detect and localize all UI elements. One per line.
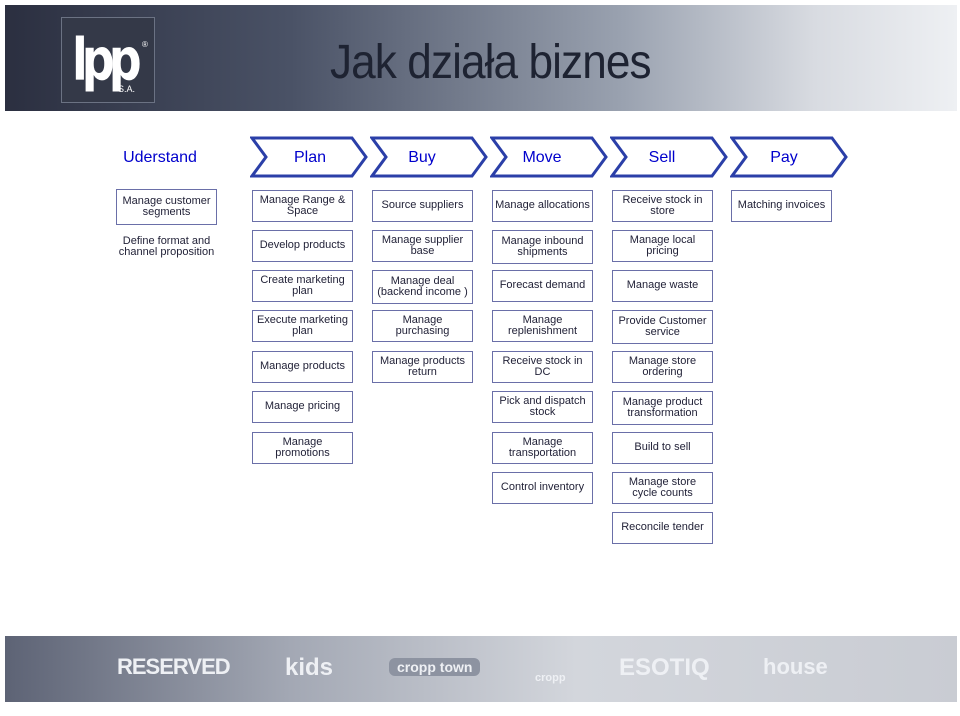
- task-box: Manage pricing: [252, 391, 353, 423]
- chevron-buy: [370, 136, 488, 178]
- logo-registered-mark: ®: [142, 40, 148, 49]
- task-box: Execute marketing plan: [252, 310, 353, 342]
- task-box: Manage products: [252, 351, 353, 383]
- stage-pay: Pay: [730, 136, 848, 178]
- logo-subtitle: S.A.: [118, 84, 136, 94]
- task-box: Manage waste: [612, 270, 713, 302]
- stage-buy-label: Buy: [408, 149, 436, 166]
- chevron-sell: [610, 136, 728, 178]
- chevron-plan: [250, 136, 368, 178]
- chevron-move: [490, 136, 608, 178]
- stage-sell: Sell: [610, 136, 728, 178]
- logo-mark: lpp: [72, 25, 142, 93]
- brand-logo: house: [763, 654, 828, 679]
- stage-plan: Plan: [250, 136, 368, 178]
- brand-logo: cropp town: [389, 658, 481, 676]
- lpp-logo: lpp ® S.A.: [61, 17, 155, 103]
- header-banner: lpp ® S.A. Jak działa biznes: [5, 5, 957, 111]
- task-box: Manage product transformation: [612, 391, 713, 425]
- task-box: Manage replenishment: [492, 310, 593, 342]
- task-box: Build to sell: [612, 432, 713, 464]
- task-box: Manage store ordering: [612, 351, 713, 383]
- task-box: Manage promotions: [252, 432, 353, 464]
- chevron-pay: [730, 136, 848, 178]
- task-box: Pick and dispatch stock: [492, 391, 593, 423]
- task-box: Manage store cycle counts: [612, 472, 713, 504]
- stage-understand: Uderstand: [112, 136, 208, 178]
- task-box: Provide Customer service: [612, 310, 713, 344]
- brand-logo: kids: [285, 654, 334, 681]
- brand-logo: ESOTIQ: [619, 654, 710, 681]
- task-box: Receive stock in store: [612, 190, 713, 222]
- task-box: Manage products return: [372, 351, 473, 383]
- task-box: Manage Range & Space: [252, 190, 353, 222]
- brand-logo: cropp: [535, 672, 566, 684]
- task-box: Forecast demand: [492, 270, 593, 302]
- stage-sell-label: Sell: [648, 149, 676, 166]
- task-box: Manage supplier base: [372, 230, 473, 262]
- task-box: Manage deal (backend income ): [372, 270, 473, 304]
- stage-pay-label: Pay: [770, 149, 798, 166]
- task-box: Manage customer segments: [116, 189, 217, 225]
- brand-footer: RESERVED kids cropp town cropp ESOTIQ ho…: [5, 636, 957, 702]
- task-box: Manage local pricing: [612, 230, 713, 262]
- task-box: Develop products: [252, 230, 353, 262]
- stage-plan-label: Plan: [293, 149, 327, 166]
- stage-buy: Buy: [370, 136, 488, 178]
- task-box: Define format and channel proposition: [118, 234, 215, 258]
- brand-logo: RESERVED: [117, 654, 231, 679]
- task-box: Manage allocations: [492, 190, 593, 222]
- stage-understand-label: Uderstand: [123, 149, 197, 166]
- task-box: Manage purchasing: [372, 310, 473, 342]
- task-box: Manage transportation: [492, 432, 593, 464]
- task-box: Receive stock in DC: [492, 351, 593, 383]
- task-box: Control inventory: [492, 472, 593, 504]
- task-box: Manage inbound shipments: [492, 230, 593, 264]
- stage-move-label: Move: [522, 149, 562, 166]
- task-box: Reconcile tender: [612, 512, 713, 544]
- page-title: Jak działa biznes: [330, 36, 652, 89]
- stage-move: Move: [490, 136, 608, 178]
- task-box: Matching invoices: [731, 190, 832, 222]
- task-box: Create marketing plan: [252, 270, 353, 302]
- task-box: Source suppliers: [372, 190, 473, 222]
